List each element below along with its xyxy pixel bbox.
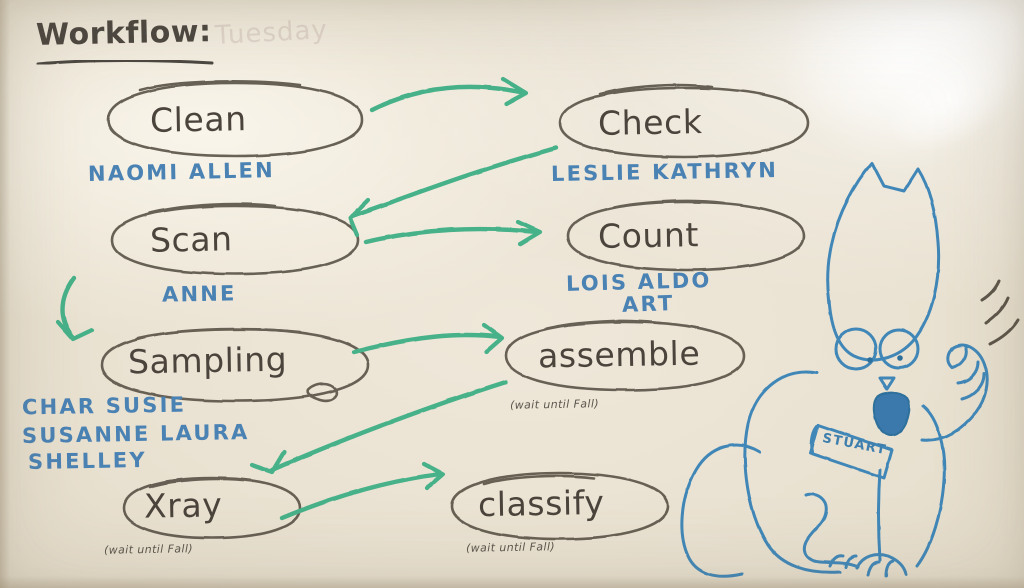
node-ellipse-classify (452, 473, 668, 539)
page-title: Workflow: (35, 14, 212, 53)
node-people-scan: ANNE (161, 281, 237, 307)
node-people-sampling-3: SHELLEY (27, 447, 147, 475)
node-people-sampling-2: SUSANNE LAURA (21, 420, 250, 448)
edge-xray-classify (282, 474, 440, 518)
cat-wave-finger2 (958, 362, 978, 383)
arrowhead-classify (424, 464, 443, 488)
board-edge-left (0, 0, 10, 588)
edge-assemble-xray (272, 382, 506, 470)
cat-nose (880, 378, 894, 389)
cat-eye-right-outline (880, 330, 918, 368)
cat-back (917, 406, 944, 566)
cat-body (745, 372, 840, 572)
arrowhead-count (518, 222, 540, 244)
cat-paw-hind-toes (830, 556, 856, 567)
cat-paw-hind (804, 494, 858, 567)
cat-pupil-right (897, 355, 903, 361)
edge-sampling-assemble (354, 335, 500, 352)
edge-scan-count (366, 229, 536, 242)
node-ellipse-check (560, 85, 808, 157)
node-label-check[interactable]: Check (597, 102, 703, 143)
edge-check-scan (352, 148, 556, 216)
cat-wave-finger3 (962, 374, 984, 399)
node-people-clean: NAOMI ALLEN (87, 158, 276, 186)
node-ellipse-count (568, 201, 804, 270)
board-edge-bottom (0, 576, 1024, 588)
node-people-sampling-1: CHAR SUSIE (21, 392, 187, 420)
node-label-count[interactable]: Count (597, 215, 700, 256)
cat-collar-strap (811, 425, 818, 452)
node-label-clean[interactable]: Clean (149, 99, 247, 140)
cat-tail (682, 445, 760, 576)
node-label-scan[interactable]: Scan (149, 219, 233, 260)
node-note-classify: (wait until Fall) (465, 540, 556, 555)
cat-head (828, 163, 939, 360)
node-people-count-2: ART (621, 291, 675, 317)
node-ellipse-scan (112, 204, 358, 274)
node-label-assemble[interactable]: assemble (537, 333, 701, 376)
node-label-sampling[interactable]: Sampling (127, 339, 288, 382)
cat-wave-finger1 (952, 348, 966, 368)
arrowhead-xray (252, 452, 284, 472)
cat-paw-front (857, 555, 906, 575)
node-label-classify[interactable]: classify (477, 482, 605, 525)
node-note-assemble: (wait until Fall) (509, 397, 600, 412)
arrowhead-scan (350, 200, 368, 235)
node-ellipse-xray (124, 478, 300, 538)
edge-clean-check (372, 87, 520, 110)
cat-leg-front (879, 470, 881, 560)
cat-paw-toes (868, 561, 893, 576)
arrowhead-sampling (58, 322, 92, 339)
arrowhead-assemble (484, 325, 502, 352)
cat-motion-lines (982, 281, 1018, 344)
arrowhead-check (503, 79, 526, 104)
node-ellipse-sampling (102, 329, 368, 401)
cat-doodle (682, 163, 987, 576)
node-ellipse-clean (108, 81, 362, 156)
title-underline (38, 61, 212, 65)
cat-eye-left-outline (836, 329, 876, 369)
node-label-xray[interactable]: Xray (143, 485, 223, 526)
cat-waving-arm (922, 345, 987, 440)
node-people-check: LESLIE KATHRYN (550, 158, 779, 186)
node-note-xray: (wait until Fall) (103, 542, 194, 557)
cat-pupil-left (867, 357, 873, 363)
node-ellipse-assemble (506, 321, 744, 390)
cat-mouth (874, 393, 910, 436)
